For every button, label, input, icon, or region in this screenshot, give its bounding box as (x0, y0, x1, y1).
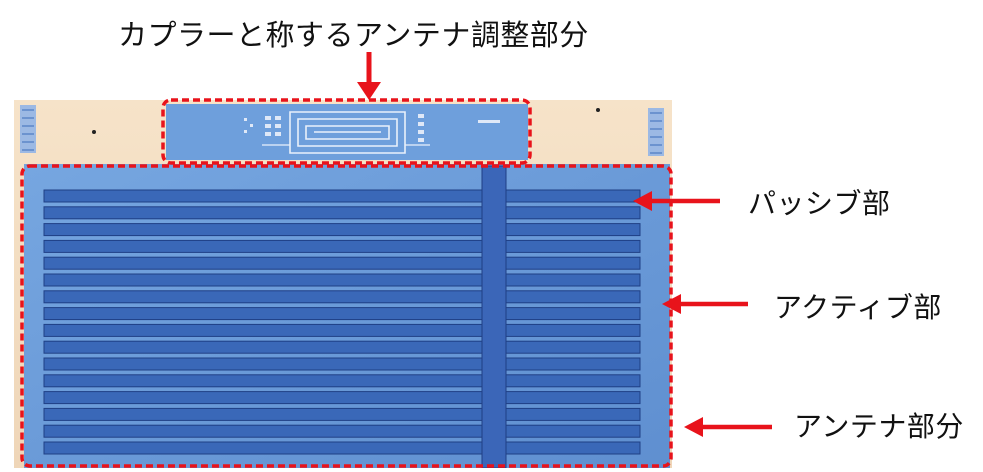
antenna-strip (43, 391, 641, 405)
antenna-strip (43, 307, 641, 321)
active-bus-bar (481, 165, 507, 469)
arrow-left-icon (662, 294, 748, 314)
antenna-section-label: アンテナ部分 (794, 410, 964, 443)
antenna-strip (43, 239, 641, 253)
left-edge-pads (20, 105, 36, 153)
coupler-components (244, 114, 500, 142)
antenna-strip (43, 290, 641, 304)
antenna-strip (43, 256, 641, 270)
active-section-label: アクティブ部 (774, 291, 942, 324)
arrow-down-icon (357, 52, 381, 100)
arrow-left-icon (684, 417, 772, 437)
antenna-strip (43, 424, 641, 438)
antenna-strip (43, 323, 641, 337)
antenna-strip (43, 374, 641, 388)
mount-hole-left (92, 130, 96, 134)
mount-hole-right (596, 108, 600, 112)
passive-section-label: パッシブ部 (748, 187, 891, 220)
antenna-strip (43, 273, 641, 287)
antenna-strip (43, 206, 641, 220)
antenna-strip (43, 340, 641, 354)
antenna-strip (43, 189, 641, 203)
antenna-area (24, 164, 670, 469)
coupler-label: カプラーと称するアンテナ調整部分 (118, 18, 589, 52)
coupler-coil-icon (289, 111, 406, 154)
antenna-strip (43, 407, 641, 421)
arrow-left-icon (633, 191, 720, 211)
antenna-strip (43, 357, 641, 371)
antenna-highlight-box (20, 164, 673, 468)
antenna-strip (43, 441, 641, 455)
right-edge-pads (648, 108, 664, 156)
antenna-strip (43, 223, 641, 237)
coupler-highlight-box (161, 98, 532, 165)
coupler-region (166, 104, 528, 160)
